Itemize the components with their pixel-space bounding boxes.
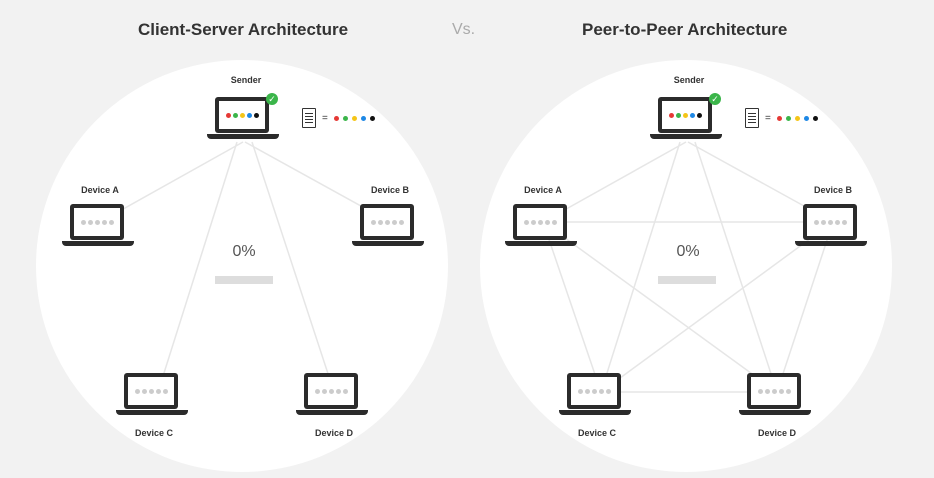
p2p-link-a-c <box>542 221 602 393</box>
p2p-device-a-label: Device A <box>524 185 562 195</box>
document-icon <box>745 108 759 128</box>
p2p-link-b-c <box>600 221 834 393</box>
cs-progress-bar <box>215 276 273 284</box>
p2p-link-s-d <box>694 141 778 393</box>
cs-progress-percent: 0% <box>232 243 256 260</box>
cs-device-b-label: Device B <box>370 185 410 195</box>
p2p-device-b-label: Device B <box>813 185 853 195</box>
cs-device-d-laptop <box>296 373 372 435</box>
p2p-link-a-d <box>542 221 778 393</box>
cs-file-legend: = <box>302 107 375 129</box>
check-icon: ✓ <box>709 93 721 105</box>
title-client-server: Client-Server Architecture <box>138 20 349 39</box>
check-icon: ✓ <box>266 93 278 105</box>
p2p-device-c-label: Device C <box>577 428 617 438</box>
p2p-device-c-laptop <box>559 373 635 435</box>
cs-link-c <box>157 141 238 393</box>
p2p-device-d-label: Device D <box>757 428 797 438</box>
cs-sender-laptop: ✓ <box>207 93 283 159</box>
p2p-sender-laptop: ✓ <box>650 93 726 159</box>
p2p-progress-bar <box>658 276 716 284</box>
p2p-sender-label: Sender <box>673 75 705 85</box>
p2p-link-s-c <box>600 141 681 393</box>
cs-device-c-laptop <box>116 373 192 435</box>
p2p-device-a-laptop <box>505 204 581 266</box>
p2p-link-b-d <box>776 221 834 393</box>
cs-link-d <box>251 141 335 393</box>
p2p-progress-percent: 0% <box>676 243 700 260</box>
document-icon <box>302 108 316 128</box>
p2p-file-legend: = <box>745 107 818 129</box>
cs-device-b-laptop <box>352 204 428 266</box>
title-peer-to-peer: Peer-to-Peer Architecture <box>582 20 788 39</box>
cs-device-a-laptop <box>62 204 138 266</box>
cs-device-a-label: Device A <box>81 185 119 195</box>
cs-sender-label: Sender <box>230 75 262 85</box>
p2p-device-b-laptop <box>795 204 871 266</box>
p2p-device-d-laptop <box>739 373 815 435</box>
vs-label: Vs. <box>452 21 476 38</box>
cs-device-c-label: Device C <box>134 428 174 438</box>
cs-device-d-label: Device D <box>314 428 354 438</box>
